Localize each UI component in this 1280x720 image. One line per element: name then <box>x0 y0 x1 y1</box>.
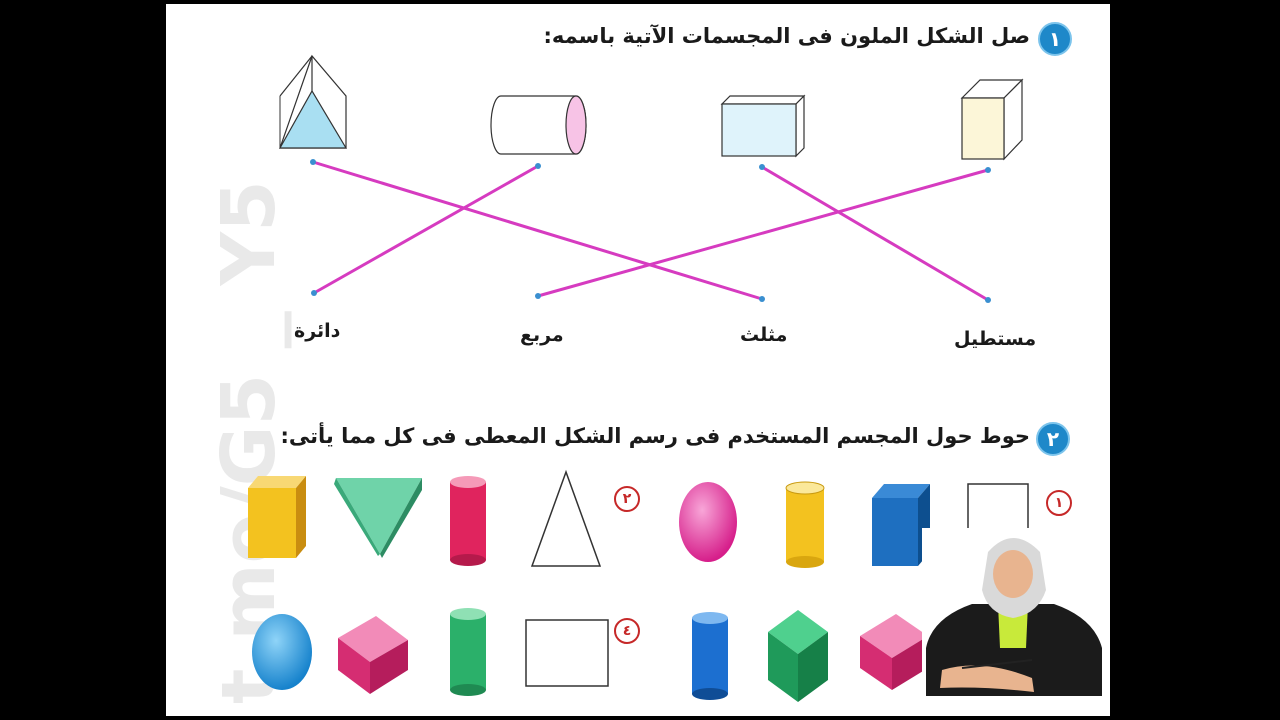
blue-cube-option[interactable] <box>872 484 930 566</box>
item-number-1: ١ <box>1046 490 1072 516</box>
question-2-drawing <box>248 469 1029 702</box>
question-1-badge: ١ <box>1038 22 1072 56</box>
given-triangle-shape <box>530 469 602 567</box>
green-cylinder-option[interactable] <box>450 608 486 696</box>
matching-lines <box>312 160 989 302</box>
question-1-drawing <box>278 54 1024 303</box>
blue-cylinder-option[interactable] <box>692 612 728 700</box>
label-rectangle: مستطيل <box>954 328 1037 350</box>
matching-dots <box>310 159 991 303</box>
question-1-title: صل الشكل الملون فى المجسمات الآتية باسمه… <box>543 24 1030 48</box>
pink-sphere-option[interactable] <box>679 482 737 562</box>
blue-sphere-option[interactable] <box>252 614 312 690</box>
label-circle: دائرة <box>294 320 341 342</box>
pink-box-option[interactable] <box>338 616 408 694</box>
worksheet-page: t.me/G5 _ Y5 ١ صل الشكل الملون فى المجسم… <box>166 4 1110 716</box>
label-square: مربع <box>520 324 564 346</box>
presenter-video <box>922 528 1104 696</box>
triangular-prism-shape <box>278 54 348 149</box>
rectangular-prism-shape <box>720 94 806 158</box>
cylinder-shape <box>490 95 587 155</box>
question-2-title: حوط حول المجسم المستخدم فى رسم الشكل الم… <box>280 424 1031 448</box>
item-number-4: ٤ <box>614 618 640 644</box>
red-cylinder-option[interactable] <box>450 476 486 566</box>
label-triangle: مثلث <box>740 324 788 346</box>
green-triangular-prism-option[interactable] <box>334 478 422 558</box>
pink-cube-option[interactable] <box>860 614 928 690</box>
green-box-option[interactable] <box>768 610 828 702</box>
item-number-2: ٢ <box>614 486 640 512</box>
given-square-shape <box>525 619 609 687</box>
yellow-box-option[interactable] <box>248 476 306 558</box>
presenter-figure <box>922 528 1104 696</box>
question-2-badge: ٢ <box>1036 422 1070 456</box>
cube-shape <box>960 78 1024 161</box>
yellow-cylinder-option[interactable] <box>785 481 825 568</box>
